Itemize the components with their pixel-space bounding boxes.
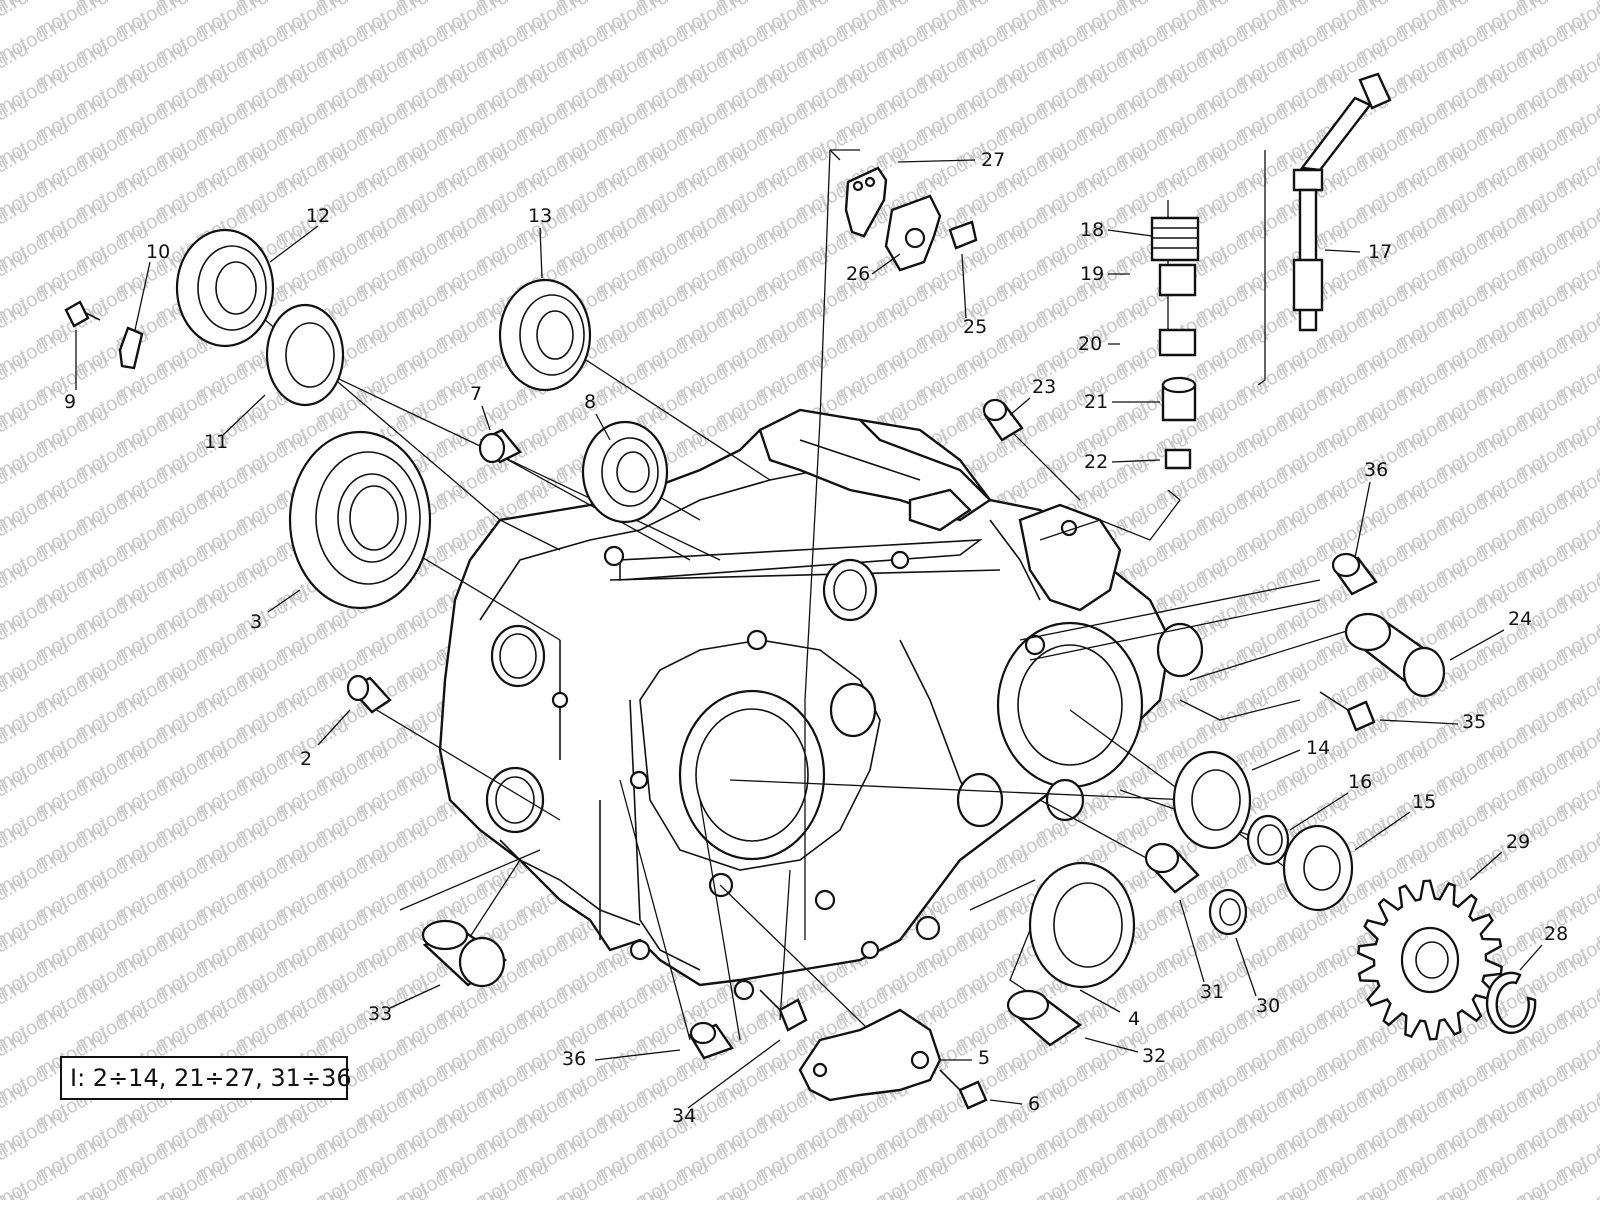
bearing-12 [175,228,275,348]
legend-box: I: 2÷14, 21÷27, 31÷36 [60,1056,352,1100]
part-label-35: 35 [1462,711,1486,733]
part-label-20: 20 [1078,333,1102,355]
part-label-32: 32 [1142,1045,1166,1067]
part-label-34: 34 [672,1105,696,1127]
part-label-18: 18 [1080,219,1104,241]
bearing-15 [1282,824,1354,912]
oil-seal-4 [1028,861,1136,989]
part-label-36-lower: 36 [562,1048,586,1070]
part-label-10: 10 [146,241,170,263]
part-label-36-upper: 36 [1364,459,1388,481]
part-label-22: 22 [1084,451,1108,473]
part-label-30: 30 [1256,995,1280,1017]
part-label-28: 28 [1544,923,1568,945]
part-label-29: 29 [1506,831,1530,853]
part-label-26: 26 [846,263,870,285]
part-label-23: 23 [1032,376,1056,398]
part-label-4: 4 [1128,1008,1140,1030]
part-label-8: 8 [584,391,596,413]
part-label-19: 19 [1080,263,1104,285]
part-label-6: 6 [1028,1093,1040,1115]
part-label-31: 31 [1200,981,1224,1003]
part-label-27: 27 [981,149,1005,171]
oil-seal-11 [265,303,345,407]
part-label-2: 2 [300,748,312,770]
part-label-17: 17 [1368,241,1392,263]
legend-text: I: 2÷14, 21÷27, 31÷36 [70,1064,352,1092]
part-label-12: 12 [306,205,330,227]
part-label-5: 5 [978,1047,990,1069]
part-label-3: 3 [250,611,262,633]
part-label-21: 21 [1084,391,1108,413]
part-label-13: 13 [528,205,552,227]
oil-seal-14 [1172,750,1252,850]
part-label-7: 7 [470,383,482,405]
part-label-16: 16 [1348,771,1372,793]
spacer-16 [1246,814,1290,866]
bearing-3 [288,430,432,610]
bearing-13 [498,278,592,392]
bearing-8 [581,420,669,524]
part-label-14: 14 [1306,737,1330,759]
part-label-24: 24 [1508,608,1532,630]
part-label-15: 15 [1412,791,1436,813]
ring-30 [1208,888,1248,936]
part-label-25: 25 [963,316,987,338]
part-label-33: 33 [368,1003,392,1025]
part-label-9: 9 [64,391,76,413]
